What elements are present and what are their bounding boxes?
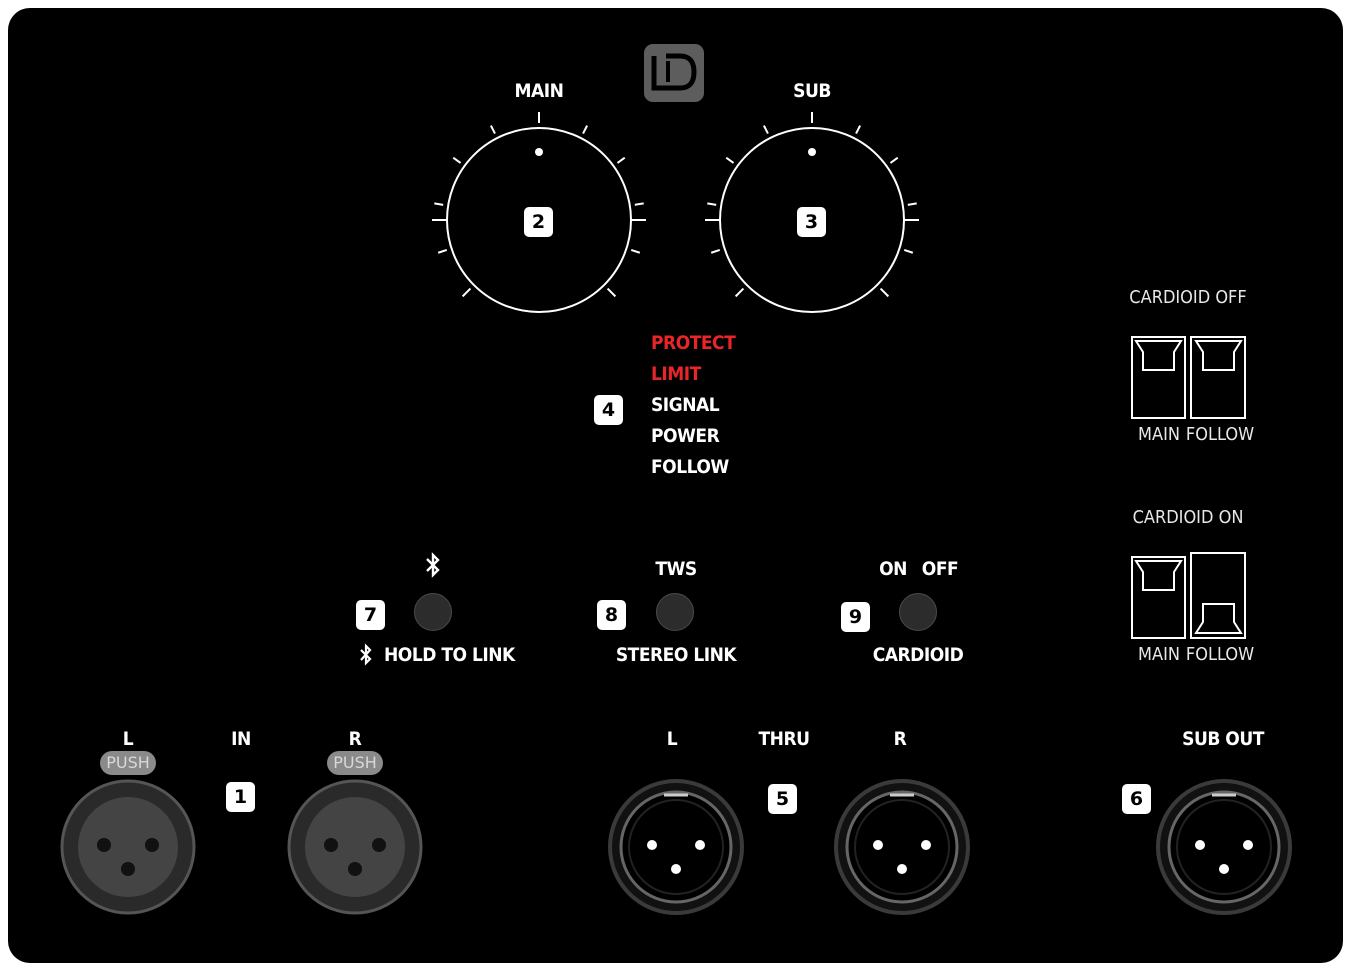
badge-5: 5: [768, 784, 797, 814]
input-in-label: IN: [231, 728, 251, 750]
cardioid-off-label: OFF: [921, 558, 959, 580]
cardioid-on-diagram: [1131, 552, 1246, 639]
cardioid-on-label: ON: [879, 558, 907, 580]
input-l-xlr-jack[interactable]: [60, 779, 196, 915]
ld-logo: [644, 44, 704, 102]
knob-tick: [879, 287, 890, 298]
badge-8: 8: [597, 600, 626, 630]
input-l-label: L: [122, 728, 134, 750]
thru-l-xlr-jack[interactable]: [608, 779, 744, 915]
badge-9: 9: [841, 602, 870, 632]
knob-tick: [489, 125, 496, 135]
badge-7: 7: [356, 600, 385, 630]
led-power: POWER: [651, 425, 720, 447]
knob-tick: [734, 287, 745, 298]
sub-knob-scale: [705, 112, 919, 298]
sub-knob-label: SUB: [793, 80, 831, 102]
knob-tick: [606, 287, 617, 298]
bluetooth-small-icon: [360, 643, 372, 666]
cardioid-label: CARDIOID: [872, 644, 964, 666]
knob-tick: [437, 249, 448, 254]
knob-tick: [725, 156, 735, 164]
cardioid-off-main-label: MAIN: [1138, 424, 1180, 445]
cardioid-on-title: CARDIOID ON: [1132, 507, 1244, 528]
badge-2: 2: [524, 207, 553, 237]
knob-tick: [907, 202, 917, 206]
led-follow: FOLLOW: [651, 456, 729, 478]
badge-1: 1: [226, 782, 255, 812]
knob-tick: [903, 249, 914, 254]
cardioid-on-follow-label: FOLLOW: [1185, 644, 1255, 665]
led-limit: LIMIT: [651, 363, 701, 385]
badge-6: 6: [1122, 784, 1151, 814]
knob-tick: [762, 125, 769, 135]
input-r-xlr-jack[interactable]: [287, 779, 423, 915]
thru-l-label: L: [666, 728, 678, 750]
stereo-link-label: STEREO LINK: [615, 644, 737, 666]
badge-4: 4: [594, 395, 623, 425]
knob-tick: [710, 249, 721, 254]
tws-stereo-link-button[interactable]: [656, 593, 694, 631]
cardioid-button[interactable]: [899, 593, 937, 631]
input-r-label: R: [348, 728, 362, 750]
hold-to-link-label: HOLD TO LINK: [384, 644, 515, 666]
input-l-push-latch[interactable]: PUSH: [100, 751, 156, 775]
knob-tick: [434, 202, 444, 206]
knob-tick: [616, 156, 626, 164]
knob-tick: [855, 125, 862, 135]
knob-tick: [630, 249, 641, 254]
cardioid-off-follow-label: FOLLOW: [1185, 424, 1255, 445]
thru-r-label: R: [893, 728, 907, 750]
knob-tick: [461, 287, 472, 298]
knob-tick: [634, 202, 644, 206]
knob-tick: [707, 202, 717, 206]
knob-tick: [582, 125, 589, 135]
tws-label: TWS: [655, 558, 697, 580]
led-signal: SIGNAL: [651, 394, 720, 416]
main-knob-scale: [432, 112, 646, 298]
bluetooth-link-button[interactable]: [414, 593, 452, 631]
bluetooth-icon: [426, 552, 440, 578]
thru-r-xlr-jack[interactable]: [834, 779, 970, 915]
sub-out-label: SUB OUT: [1182, 728, 1264, 750]
knob-tick: [889, 156, 899, 164]
badge-3: 3: [797, 207, 826, 237]
knob-tick: [452, 156, 462, 164]
cardioid-off-title: CARDIOID OFF: [1129, 287, 1247, 308]
cardioid-on-main-label: MAIN: [1138, 644, 1180, 665]
cardioid-off-diagram: [1131, 336, 1246, 419]
sub-out-xlr-jack[interactable]: [1156, 779, 1292, 915]
input-r-push-latch[interactable]: PUSH: [327, 751, 383, 775]
led-protect: PROTECT: [651, 332, 736, 354]
thru-label: THRU: [758, 728, 810, 750]
main-knob-label: MAIN: [514, 80, 564, 102]
